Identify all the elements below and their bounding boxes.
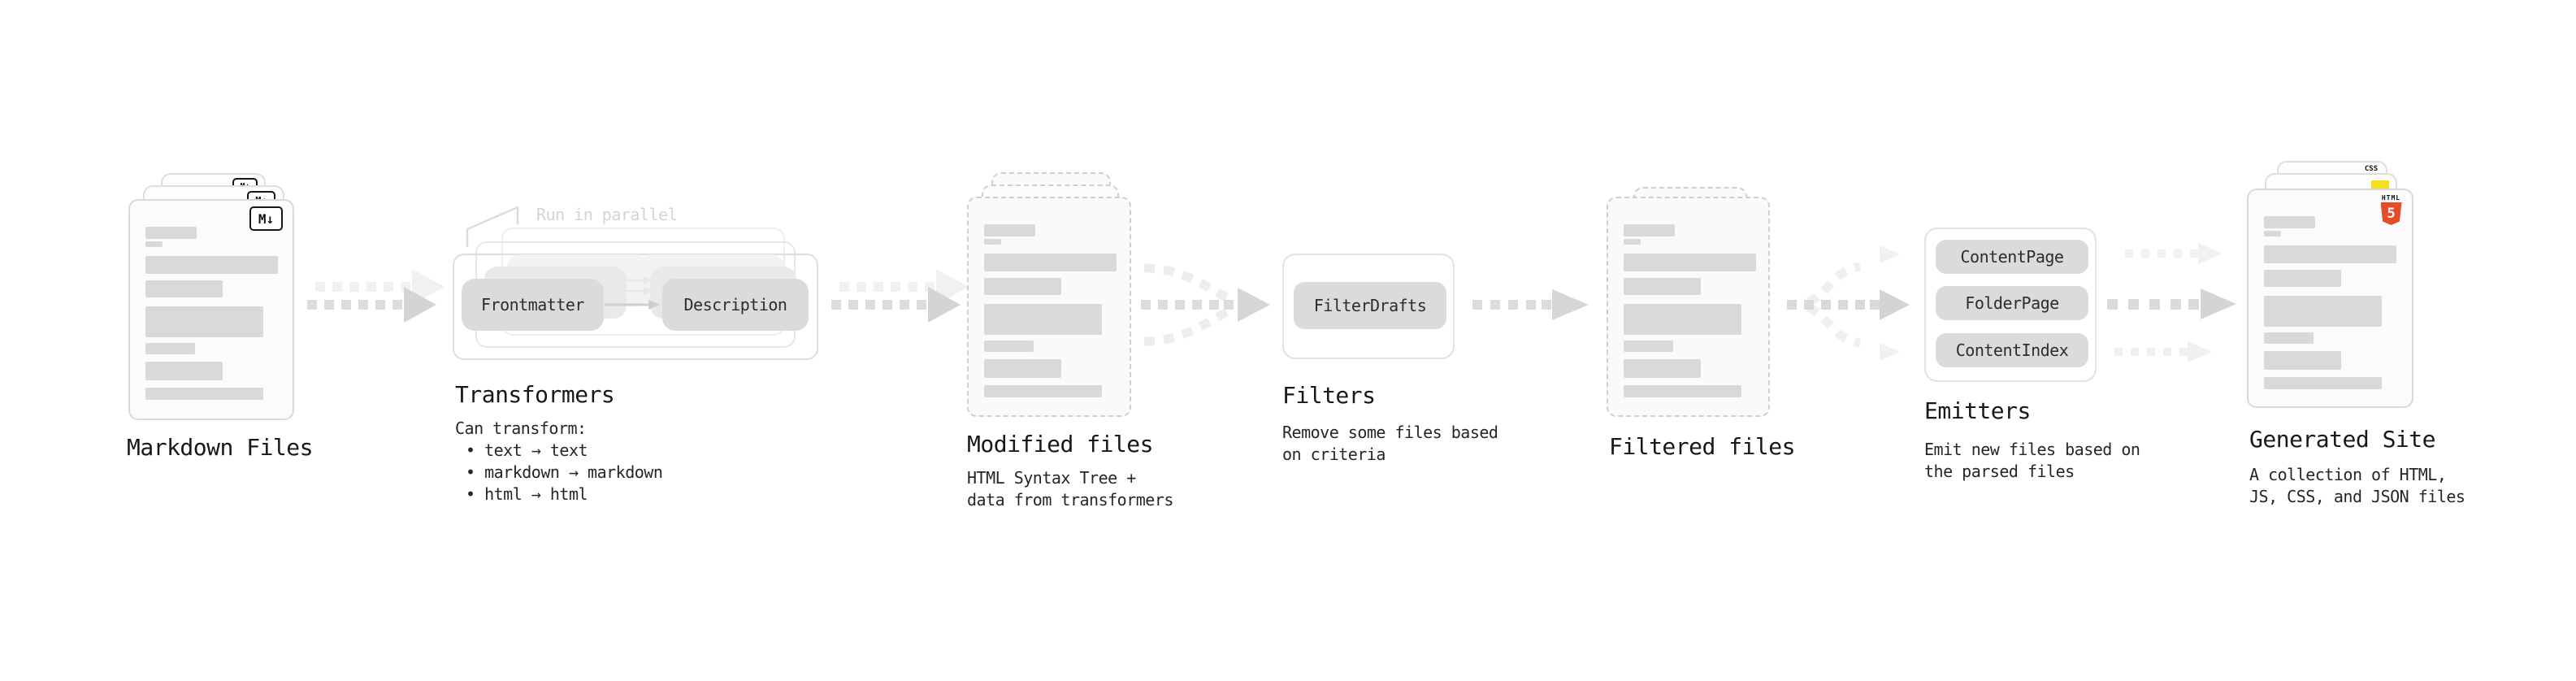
desc-line: A collection of HTML, xyxy=(2249,465,2447,484)
desc-line: • markdown → markdown xyxy=(466,462,663,482)
document-skeleton xyxy=(2264,216,2396,389)
text-placeholder-bar xyxy=(984,385,1102,397)
transformers-description: Can transform: • text → text • markdown … xyxy=(455,418,663,505)
stage-label-modified-files: Modified files xyxy=(967,431,1154,458)
text-placeholder-bar xyxy=(145,241,163,247)
desc-line: the parsed files xyxy=(1924,462,2075,481)
text-placeholder-bar xyxy=(145,343,195,354)
html5-word: HTML xyxy=(2381,194,2401,202)
filtered-file-card xyxy=(1607,197,1770,417)
text-placeholder-bar xyxy=(145,306,263,337)
stage-label-generated-site: Generated Site xyxy=(2249,426,2436,453)
text-placeholder-bar xyxy=(984,224,1035,236)
text-placeholder-bar xyxy=(1624,359,1701,378)
filters-box: FilterDrafts xyxy=(1282,254,1455,359)
text-placeholder-bar xyxy=(145,280,223,297)
text-placeholder-bar xyxy=(984,254,1117,271)
flow-arrow-triple xyxy=(2107,243,2236,362)
stage-label-filtered-files: Filtered files xyxy=(1609,433,1796,460)
parallel-arrows xyxy=(605,276,660,310)
text-placeholder-bar xyxy=(1624,304,1741,335)
desc-line: on criteria xyxy=(1282,445,1386,464)
stage-label-filters: Filters xyxy=(1282,382,1376,409)
text-placeholder-bar xyxy=(1624,340,1673,352)
callout-line xyxy=(466,206,519,248)
text-placeholder-bar xyxy=(984,278,1061,295)
text-placeholder-bar xyxy=(145,256,278,274)
emitters-description: Emit new files based on the parsed files xyxy=(1924,439,2140,483)
stage-label-emitters: Emitters xyxy=(1924,397,2031,424)
transformer-pill-description: Description xyxy=(662,279,809,331)
generated-file-card-html: HTML 5 xyxy=(2247,189,2413,408)
text-placeholder-bar xyxy=(1624,254,1756,271)
markdown-icon: M↓ xyxy=(249,206,283,231)
emitter-pill-folderpage: FolderPage xyxy=(1936,286,2088,320)
html5-number: 5 xyxy=(2387,205,2396,222)
text-placeholder-bar xyxy=(2264,231,2281,236)
flow-arrow-4 xyxy=(1472,289,1589,320)
markdown-file-card: M↓ xyxy=(128,199,294,420)
document-skeleton xyxy=(145,227,278,400)
text-placeholder-bar xyxy=(145,388,263,400)
text-placeholder-bar xyxy=(145,362,223,380)
html5-icon: HTML 5 xyxy=(2380,194,2402,225)
desc-line: Can transform: xyxy=(455,419,587,438)
modified-description: HTML Syntax Tree + data from transformer… xyxy=(967,467,1173,511)
text-placeholder-bar xyxy=(2264,377,2382,389)
document-skeleton xyxy=(984,224,1117,397)
flow-arrow-1 xyxy=(307,269,445,323)
desc-line: JS, CSS, and JSON files xyxy=(2249,487,2465,506)
desc-line: HTML Syntax Tree + xyxy=(967,468,1136,488)
run-in-parallel-note: Run in parallel xyxy=(536,205,678,224)
text-placeholder-bar xyxy=(2264,332,2314,344)
desc-line: Emit new files based on xyxy=(1924,440,2140,459)
desc-line: data from transformers xyxy=(967,490,1173,510)
text-placeholder-bar xyxy=(984,239,1001,245)
html5-shield: 5 xyxy=(2380,202,2402,225)
emitter-pill-contentpage: ContentPage xyxy=(1936,240,2088,274)
stage-label-markdown-files: Markdown Files xyxy=(127,434,314,461)
emitters-box: ContentPage FolderPage ContentIndex xyxy=(1924,228,2097,382)
text-placeholder-bar xyxy=(984,304,1102,335)
text-placeholder-bar xyxy=(1624,385,1741,397)
emitter-pill-contentindex: ContentIndex xyxy=(1936,333,2088,367)
flow-arrow-2 xyxy=(831,269,969,323)
flow-arrow-merge xyxy=(1141,263,1270,346)
modified-file-card xyxy=(967,197,1131,417)
text-placeholder-bar xyxy=(984,359,1061,378)
text-placeholder-bar xyxy=(145,227,197,239)
document-skeleton xyxy=(1624,224,1756,397)
js-badge-icon xyxy=(2371,180,2389,189)
text-placeholder-bar xyxy=(1624,224,1675,236)
transformer-pill-frontmatter: Frontmatter xyxy=(462,279,604,331)
text-placeholder-bar xyxy=(1624,278,1701,295)
filters-description: Remove some files based on criteria xyxy=(1282,422,1498,466)
text-placeholder-bar xyxy=(2264,351,2341,370)
text-placeholder-bar xyxy=(2264,296,2382,327)
generated-description: A collection of HTML, JS, CSS, and JSON … xyxy=(2249,464,2465,508)
stage-label-transformers: Transformers xyxy=(455,381,615,408)
desc-line: Remove some files based xyxy=(1282,423,1498,442)
desc-line: • html → html xyxy=(466,484,588,504)
desc-line: • text → text xyxy=(466,440,588,460)
text-placeholder-bar xyxy=(984,340,1034,352)
text-placeholder-bar xyxy=(1624,239,1641,245)
filter-pill-filterdrafts: FilterDrafts xyxy=(1294,282,1446,329)
text-placeholder-bar xyxy=(2264,216,2315,228)
text-placeholder-bar xyxy=(2264,270,2341,287)
flow-arrow-split xyxy=(1787,245,1910,361)
text-placeholder-bar xyxy=(2264,245,2396,263)
css-badge-label: CSS xyxy=(2364,165,2379,173)
